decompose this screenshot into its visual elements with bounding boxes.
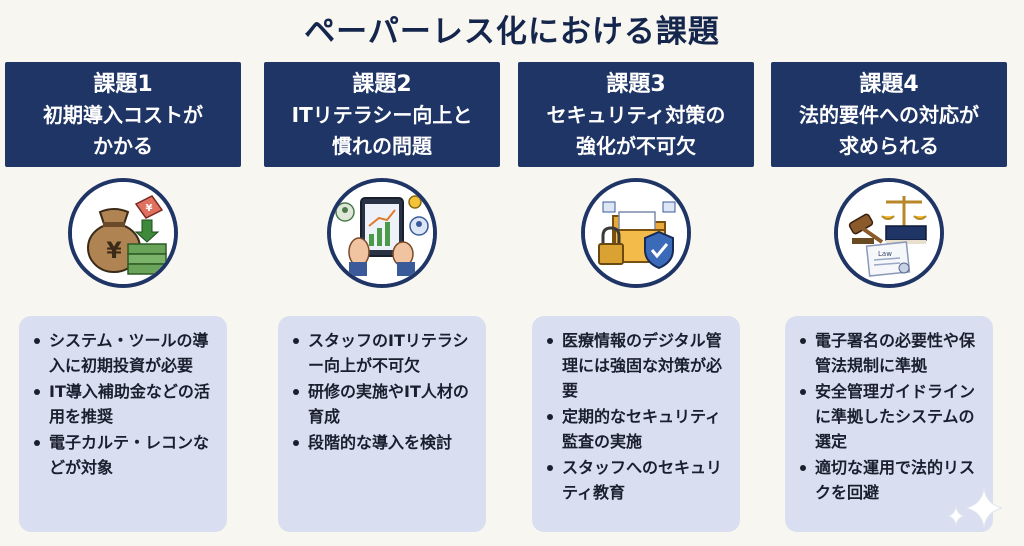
card-number: 課題1	[93, 72, 153, 97]
card-title-line-1: ITリテラシー向上と	[291, 103, 473, 127]
bullet-panel: システム・ツールの導入に初期投資が必要 IT導入補助金などの活用を推奨 電子カル…	[19, 316, 227, 532]
card-title-line-2: 求められる	[839, 134, 939, 158]
security-folder-icon	[581, 178, 691, 288]
bullet-item: システム・ツールの導入に初期投資が必要	[29, 328, 219, 378]
card-number: 課題3	[606, 72, 666, 97]
bullet-panel: 医療情報のデジタル管理には強固な対策が必要 定期的なセキュリティ監査の実施 スタ…	[532, 316, 740, 532]
sparkle-icon	[946, 487, 1003, 529]
bullet-item: 安全管理ガイドラインに準拠したシステムの選定	[795, 379, 985, 454]
tablet-training-icon	[327, 178, 437, 288]
card-header: 課題2 ITリテラシー向上と 慣れの問題	[264, 62, 500, 167]
card-title-line-1: セキュリティ対策の	[546, 103, 726, 127]
svg-text:¥: ¥	[146, 203, 153, 214]
card-header: 課題3 セキュリティ対策の 強化が不可欠	[518, 62, 754, 167]
card-header: 課題4 法的要件への対応が 求められる	[771, 62, 1007, 167]
money-bag-icon: ¥ ¥	[68, 178, 178, 288]
bullet-item: 適切な運用で法的リスクを回避	[795, 455, 985, 505]
bullet-item: 定期的なセキュリティ監査の実施	[542, 404, 732, 454]
bullet-item: 電子署名の必要性や保管法規制に準拠	[795, 328, 985, 378]
law-scale-icon: Law	[834, 178, 944, 288]
challenge-card-4: 課題4 法的要件への対応が 求められる Law 電子署	[771, 62, 1007, 540]
card-title-line-2: 強化が不可欠	[576, 134, 696, 158]
card-header: 課題1 初期導入コストが かかる	[5, 62, 241, 167]
bullet-panel: 電子署名の必要性や保管法規制に準拠 安全管理ガイドラインに準拠したシステムの選定…	[785, 316, 993, 532]
page-title: ペーパーレス化における課題	[304, 14, 720, 50]
bullet-item: スタッフへのセキュリティ教育	[542, 455, 732, 505]
challenge-card-2: 課題2 ITリテラシー向上と 慣れの問題	[264, 62, 500, 540]
bullet-item: 研修の実施やIT人材の育成	[288, 379, 478, 429]
card-number: 課題4	[859, 72, 919, 97]
bullet-item: 医療情報のデジタル管理には強固な対策が必要	[542, 328, 732, 403]
challenge-card-3: 課題3 セキュリティ対策の 強化が不可欠 医療情報のデジタル管理には強固な対策が…	[518, 62, 754, 540]
bullet-item: 電子カルテ・レコンなどが対象	[29, 430, 219, 480]
svg-text:Law: Law	[878, 250, 892, 258]
challenge-card-1: 課題1 初期導入コストが かかる ¥ ¥ システム・ツールの導入に初期投資が必要…	[5, 62, 241, 540]
card-title-line-2: 慣れの問題	[332, 134, 432, 158]
card-title-line-2: かかる	[93, 134, 153, 158]
card-number: 課題2	[352, 72, 412, 97]
bullet-item: IT導入補助金などの活用を推奨	[29, 379, 219, 429]
card-title-line-1: 初期導入コストが	[43, 103, 203, 127]
svg-text:¥: ¥	[106, 239, 122, 264]
bullet-item: 段階的な導入を検討	[288, 430, 478, 455]
bullet-panel: スタッフのITリテラシー向上が不可欠 研修の実施やIT人材の育成 段階的な導入を…	[278, 316, 486, 532]
card-title-line-1: 法的要件への対応が	[799, 103, 979, 127]
bullet-item: スタッフのITリテラシー向上が不可欠	[288, 328, 478, 378]
